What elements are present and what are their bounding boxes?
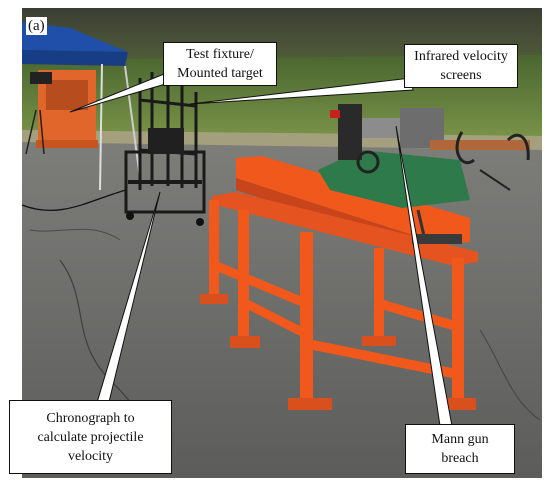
orange-gun-rack (200, 156, 478, 410)
callout-infrared-screens: Infrared velocity screens (404, 44, 518, 88)
chronograph-cart (21, 128, 206, 226)
callout-chronograph: Chronograph to calculate projectile velo… (9, 400, 172, 474)
callout-pointers (69, 65, 453, 427)
callout-mann-gun-breach: Mann gun breach (405, 424, 515, 474)
callout-test-fixture: Test fixture/ Mounted target (163, 42, 277, 86)
panel-label: (a) (26, 17, 47, 35)
canopy-tent (22, 22, 141, 191)
test-fixture (25, 70, 98, 155)
mann-gun-breech (318, 104, 530, 244)
